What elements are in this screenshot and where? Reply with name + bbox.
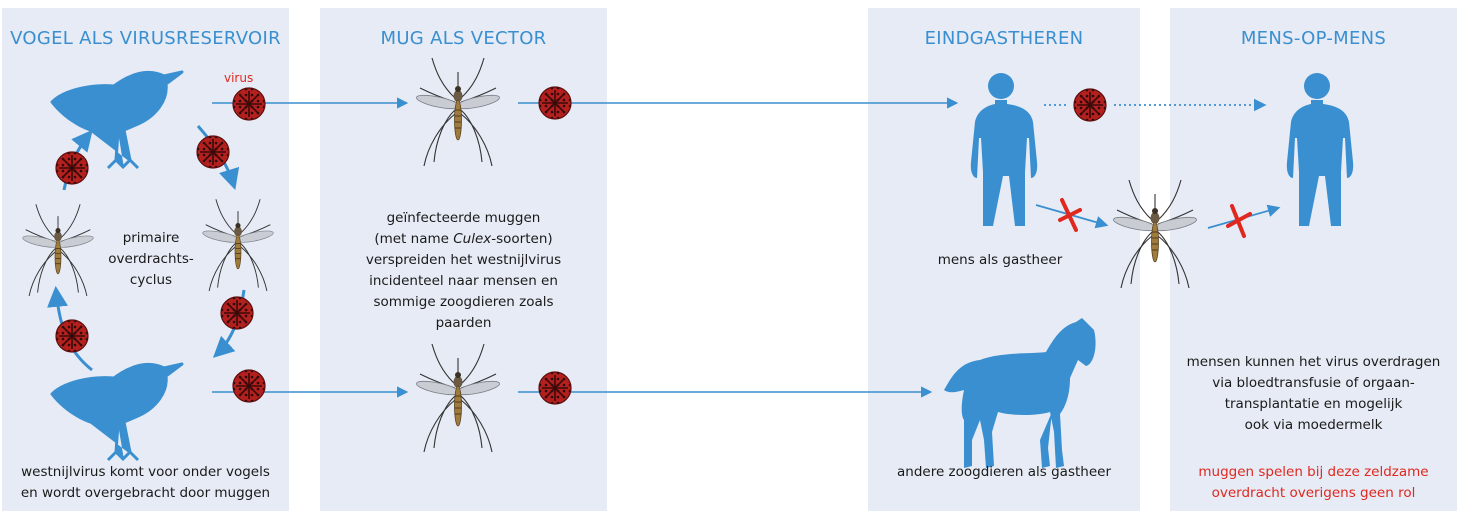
vector-mosquito-bottom — [415, 344, 500, 452]
mosquito-caption-line: (met name Culex-soorten) — [320, 229, 607, 250]
bird-caption-line: en wordt overgebracht door muggen — [2, 483, 289, 504]
caption-text: -soorten) — [491, 231, 552, 247]
mosquito-caption-line: geïnfecteerde muggen — [320, 208, 607, 229]
virus-top-2 — [539, 87, 571, 119]
h2h-caption-line: mensen kunnen het virus overdragen — [1170, 352, 1457, 373]
mosquito-caption-line: paarden — [320, 313, 607, 334]
virus-top-1 — [233, 88, 265, 120]
virus-label: virus — [224, 70, 253, 86]
human-host-silhouette — [971, 73, 1037, 226]
h2h-caption-line: via bloedtransfusie of orgaan- — [1170, 373, 1457, 394]
h2h-caption: mensen kunnen het virus overdragen via b… — [1170, 352, 1457, 436]
cycle-virus-1 — [56, 152, 88, 184]
mosquito-caption-line: incidenteel naar mensen en — [320, 271, 607, 292]
cross-mark-icon — [1060, 200, 1080, 230]
caption-species: Culex — [453, 231, 491, 247]
human-recipient-silhouette — [1287, 73, 1353, 226]
bird-bottom-silhouette — [52, 364, 182, 460]
cycle-label-line: primaire — [96, 228, 206, 249]
virus-human-to-human — [1074, 89, 1106, 121]
bird-caption-line: westnijlvirus komt voor onder vogels — [2, 462, 289, 483]
mosquito-caption-line: verspreiden het westnijlvirus — [320, 250, 607, 271]
virus-bottom-2 — [539, 372, 571, 404]
human-host-label: mens als gastheer — [900, 250, 1100, 271]
bird-caption: westnijlvirus komt voor onder vogels en … — [2, 462, 289, 504]
h2h-caption-line: transplantatie en mogelijk — [1170, 394, 1457, 415]
h2h-note: muggen spelen bij deze zeldzame overdrac… — [1170, 462, 1457, 504]
cycle-label-line: cyclus — [96, 270, 206, 291]
cycle-virus-3 — [221, 297, 253, 329]
cycle-virus-2 — [197, 136, 229, 168]
cycle-mosquito-right — [202, 199, 274, 291]
cycle-mosquito-left — [22, 204, 94, 296]
cycle-label: primaire overdrachts- cyclus — [96, 228, 206, 291]
cycle-label-line: overdrachts- — [96, 249, 206, 270]
h2h-note-line: muggen spelen bij deze zeldzame — [1170, 462, 1457, 483]
mosquito-no-transmission — [1112, 180, 1197, 288]
h2h-caption-line: ook via moedermelk — [1170, 415, 1457, 436]
virus-bottom-1 — [233, 370, 265, 402]
other-host-label: andere zoogdieren als gastheer — [868, 462, 1140, 483]
horse-silhouette — [944, 318, 1096, 468]
mosquito-caption-line: sommige zoogdieren zoals — [320, 292, 607, 313]
mosquito-caption: geïnfecteerde muggen (met name Culex-soo… — [320, 208, 607, 334]
caption-text: (met name — [374, 231, 453, 247]
cycle-virus-4 — [56, 320, 88, 352]
h2h-note-line: overdracht overigens geen rol — [1170, 483, 1457, 504]
vector-mosquito-top — [415, 58, 500, 166]
